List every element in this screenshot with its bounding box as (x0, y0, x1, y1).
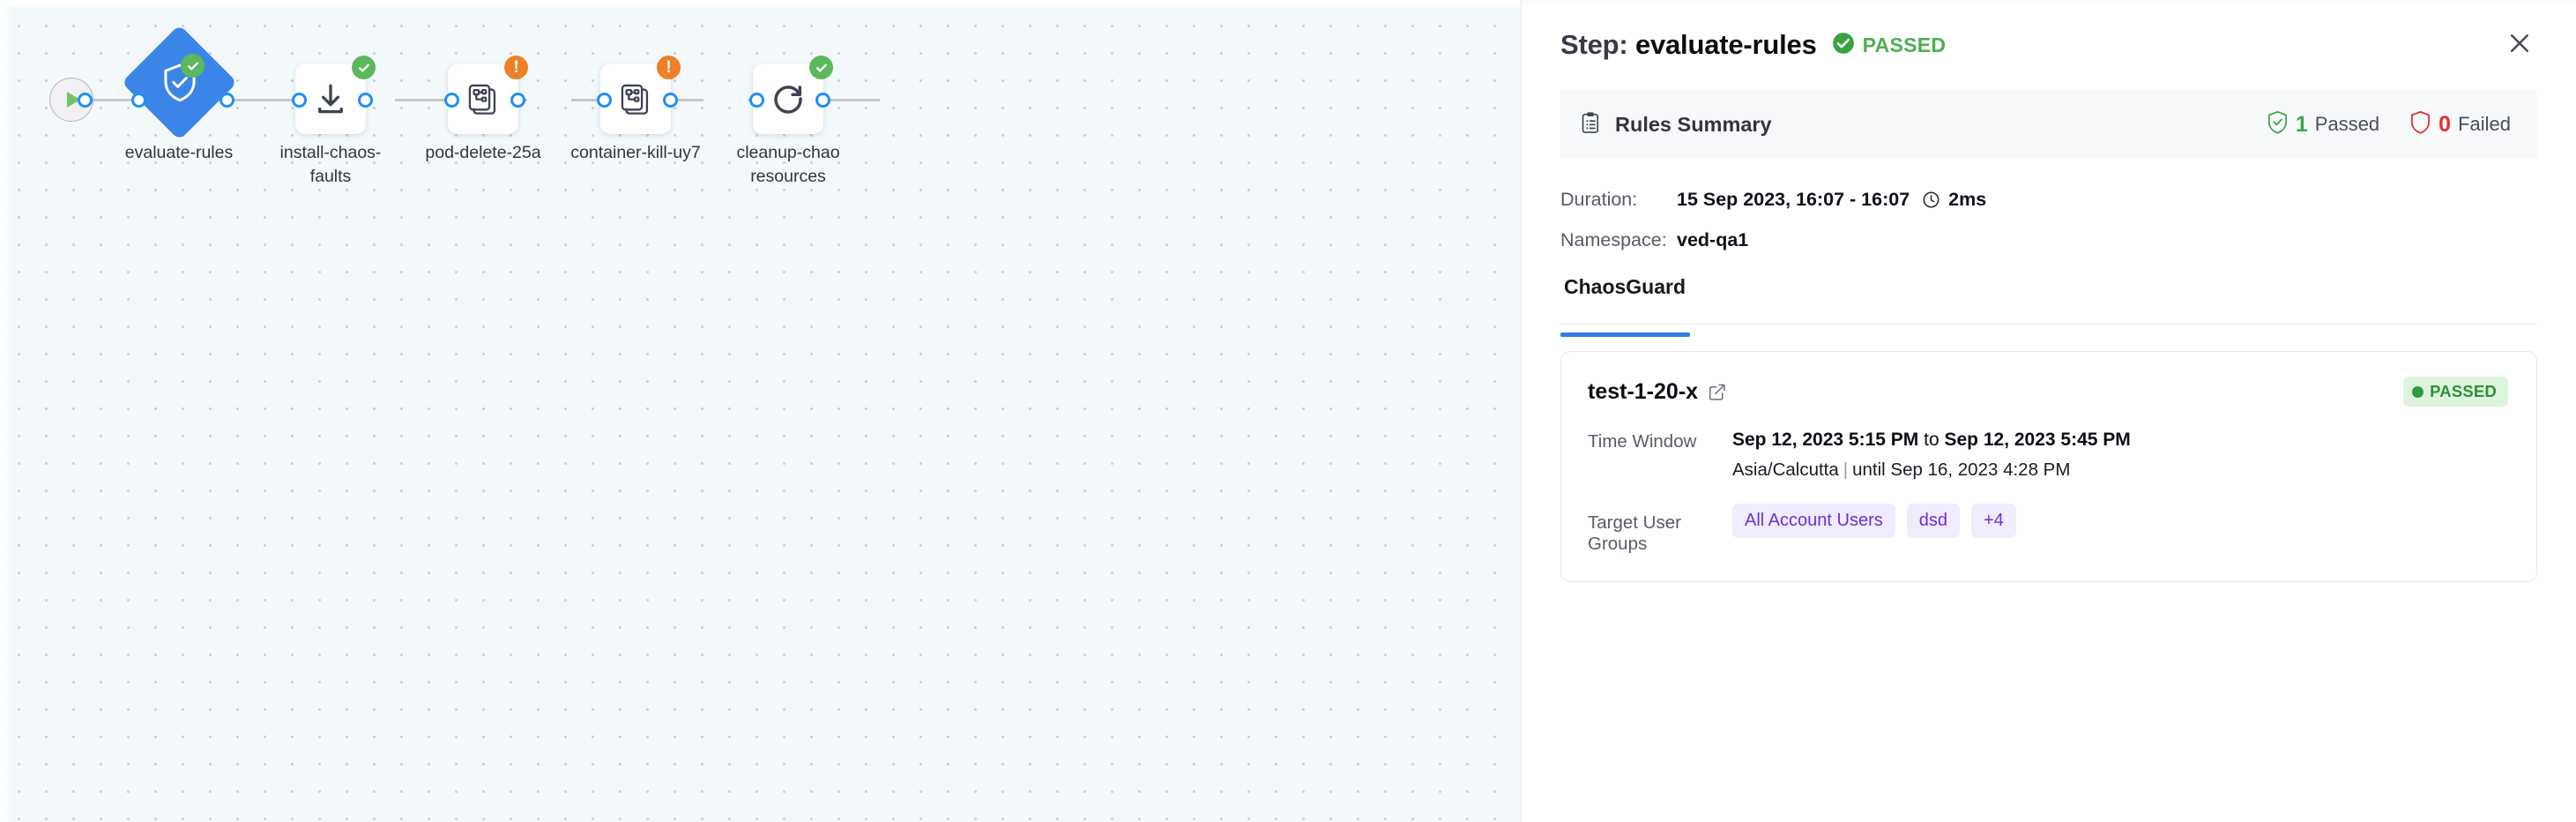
rules-summary-left: Rules Summary (1580, 111, 1772, 138)
tab-chaosguard[interactable]: ChaosGuard (1560, 270, 1698, 337)
namespace-value: ved-qa1 (1677, 229, 1749, 250)
meta-row-namespace: Namespace: ved-qa1 (1560, 229, 2537, 251)
port-dot[interactable] (749, 93, 764, 108)
chaos-fault-icon (465, 81, 501, 116)
close-icon (2506, 30, 2533, 61)
rules-summary-counts: 1 Passed 0 Failed (2267, 110, 2511, 139)
panel-top-edge (1522, 0, 2576, 5)
connector-rail (219, 99, 351, 101)
port-dot[interactable] (292, 93, 307, 108)
time-window-value-group: Sep 12, 2023 5:15 PM to Sep 12, 2023 5:4… (1732, 430, 2131, 481)
step-details-panel: Step: evaluate-rules PASSED (1521, 0, 2576, 822)
user-group-tag[interactable]: dsd (1906, 504, 1960, 538)
time-window-from: Sep 12, 2023 5:15 PM (1732, 430, 1919, 450)
clock-icon (1922, 191, 1940, 209)
port-dot[interactable] (358, 93, 373, 108)
panel-tabs: ChaosGuard (1560, 270, 2537, 337)
target-user-groups-label: Target User Groups (1588, 512, 1681, 554)
rules-failed-count: 0 (2438, 111, 2452, 137)
time-window-to: Sep 12, 2023 5:45 PM (1944, 430, 2131, 450)
rule-status-text: PASSED (2430, 382, 2497, 400)
node-status-badge-warning: ! (504, 56, 528, 79)
rules-failed-stat: 0 Failed (2409, 110, 2511, 139)
rule-card-body: Time Window Sep 12, 2023 5:15 PM to Sep … (1588, 430, 2508, 555)
meta-row-duration: Duration: 15 Sep 2023, 16:07 - 16:07 2ms (1560, 189, 2537, 211)
divider: | (1843, 460, 1849, 480)
shield-check-icon (2267, 110, 2289, 139)
node-label-container-kill-uy7: container-kill-uy7 (570, 143, 701, 162)
exclamation-glyph: ! (513, 58, 519, 77)
user-group-overflow-tag[interactable]: +4 (1970, 504, 2016, 538)
namespace-label: Namespace: (1560, 229, 1667, 250)
clipboard-icon (1580, 111, 1601, 138)
step-meta: Duration: 15 Sep 2023, 16:07 - 16:07 2ms… (1560, 189, 2537, 251)
page-title: Step: evaluate-rules (1560, 29, 1817, 61)
status-text: PASSED (1862, 33, 1947, 56)
rule-status-badge: PASSED (2403, 377, 2508, 407)
port-dot[interactable] (597, 93, 612, 108)
external-link-icon[interactable] (1708, 383, 1726, 401)
exclamation-glyph: ! (666, 58, 672, 77)
duration-value-group: 15 Sep 2023, 16:07 - 16:07 2ms (1677, 189, 1986, 211)
close-button[interactable] (2502, 27, 2537, 63)
port-dot[interactable] (131, 93, 146, 108)
port-dot[interactable] (663, 93, 678, 108)
node-status-badge-success (352, 56, 376, 79)
rules-passed-label: Passed (2314, 113, 2380, 135)
node-status-badge-success (809, 56, 833, 79)
port-dot[interactable] (220, 93, 235, 108)
pipeline-canvas[interactable]: evaluate-rules install-chaos- faults (0, 0, 1521, 822)
rules-passed-count: 1 (2295, 111, 2308, 137)
node-status-badge-warning: ! (657, 56, 681, 79)
rule-name-group: test-1-20-x (1588, 379, 1726, 405)
step-name-label: evaluate-rules (1634, 29, 1817, 60)
node-label-cleanup-chaos-resources: cleanup-chao resources (736, 143, 840, 186)
rules-passed-stat: 1 Passed (2267, 110, 2379, 139)
port-dot[interactable] (78, 93, 93, 108)
rules-summary-strip: Rules Summary 1 Passed (1560, 90, 2537, 159)
step-prefix-label: Step: (1560, 29, 1628, 60)
time-window-subline: Asia/Calcutta|until Sep 16, 2023 4:28 PM (1732, 460, 2131, 481)
rule-name: test-1-20-x (1588, 378, 1699, 404)
check-circle-icon (1832, 32, 1855, 59)
play-icon (66, 92, 80, 108)
shield-outline-icon (2409, 110, 2431, 139)
rule-card-header: test-1-20-x PASSED (1588, 377, 2508, 407)
port-dot[interactable] (510, 93, 525, 108)
time-window-range: Sep 12, 2023 5:15 PM to Sep 12, 2023 5:4… (1732, 430, 2131, 451)
until-label: until Sep 16, 2023 4:28 PM (1852, 460, 2071, 480)
node-label-pod-delete-25a: pod-delete-25a (425, 143, 541, 162)
connector-rail (86, 99, 148, 101)
node-label-evaluate-rules: evaluate-rules (124, 143, 234, 162)
rules-failed-label: Failed (2458, 113, 2511, 135)
download-icon (312, 80, 349, 117)
node-status-badge-success (181, 54, 205, 78)
chaos-fault-icon (618, 81, 653, 116)
rules-summary-title: Rules Summary (1615, 112, 1772, 136)
time-window-label: Time Window (1588, 431, 1697, 452)
refresh-icon (770, 80, 807, 117)
rule-row-time-window: Time Window Sep 12, 2023 5:15 PM to Sep … (1588, 430, 2508, 481)
duration-elapsed: 2ms (1948, 189, 1987, 210)
target-user-groups-tags: All Account Users dsd +4 (1732, 504, 2016, 538)
status-badge: PASSED (1832, 32, 1947, 59)
user-group-tag[interactable]: All Account Users (1732, 504, 1895, 538)
timezone-label: Asia/Calcutta (1732, 460, 1839, 480)
status-dot-icon (2412, 385, 2424, 398)
duration-value: 15 Sep 2023, 16:07 - 16:07 (1677, 189, 1910, 210)
panel-header: Step: evaluate-rules PASSED (1560, 0, 2537, 85)
rule-row-target-user-groups: Target User Groups All Account Users dsd… (1588, 504, 2508, 555)
duration-label: Duration: (1560, 189, 1638, 210)
time-window-join: to (1918, 430, 1945, 450)
port-dot[interactable] (444, 93, 459, 108)
node-label-install-chaos-faults: install-chaos- faults (279, 143, 382, 186)
port-dot[interactable] (815, 93, 830, 108)
pipeline-node-evaluate-rules[interactable] (121, 24, 238, 141)
chaosguard-rule-card: test-1-20-x PASSED Time Window (1560, 351, 2537, 582)
